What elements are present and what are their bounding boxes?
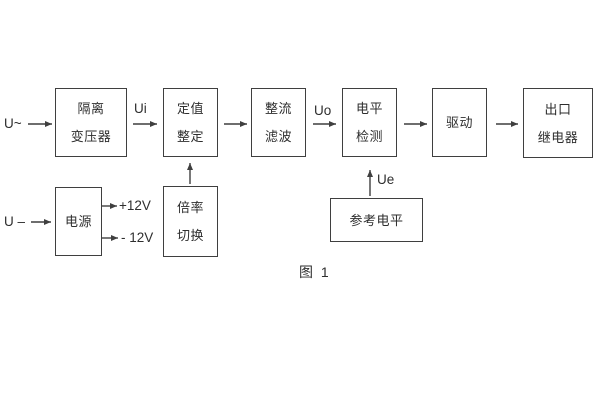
block-label-line: 整流 bbox=[264, 101, 292, 116]
block-label-line: 切换 bbox=[176, 228, 204, 243]
minus-rail-label: - 12V bbox=[121, 230, 154, 245]
block-label-line: 检测 bbox=[355, 129, 383, 144]
signal-ui-label: Ui bbox=[134, 101, 147, 116]
figure-caption: 图 1 bbox=[299, 264, 331, 280]
block-label-line: 滤波 bbox=[264, 129, 292, 144]
plus-rail-label: +12V bbox=[119, 198, 151, 213]
block-label-line: 定值 bbox=[176, 101, 204, 116]
block-level-detection: 电平 检测 bbox=[342, 88, 397, 157]
block-output-relay: 出口 继电器 bbox=[523, 88, 593, 158]
ac-input-label: U~ bbox=[4, 116, 22, 131]
block-label-line: 电源 bbox=[64, 214, 92, 229]
block-isolation-transformer: 隔离 变压器 bbox=[55, 88, 127, 157]
block-driver: 驱动 bbox=[432, 88, 487, 157]
block-power-supply: 电源 bbox=[55, 187, 102, 256]
block-label-line: 参考电平 bbox=[349, 212, 404, 228]
dc-input-label: U – bbox=[4, 214, 26, 229]
block-ratio-switching: 倍率 切换 bbox=[163, 186, 218, 257]
block-rectifier-filter: 整流 滤波 bbox=[251, 88, 306, 157]
block-label-line: 驱动 bbox=[445, 115, 473, 130]
block-setpoint-adjustment: 定值 整定 bbox=[163, 88, 218, 157]
block-label-line: 出口 bbox=[544, 101, 572, 117]
signal-ue-label: Ue bbox=[377, 172, 395, 187]
block-label-line: 继电器 bbox=[537, 129, 579, 145]
block-label-line: 倍率 bbox=[176, 200, 204, 215]
block-label-line: 整定 bbox=[176, 129, 204, 144]
block-label-line: 变压器 bbox=[70, 129, 112, 144]
block-label-line: 隔离 bbox=[77, 101, 105, 116]
block-reference-level: 参考电平 bbox=[330, 198, 423, 242]
block-label-line: 电平 bbox=[355, 101, 383, 116]
signal-uo-label: Uo bbox=[314, 103, 332, 118]
